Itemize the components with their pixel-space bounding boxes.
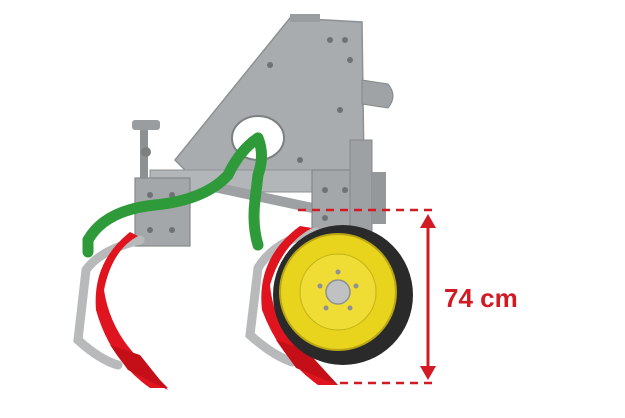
right-tine — [245, 226, 338, 385]
top-link-bracket — [132, 120, 160, 190]
depth-label: 74 cm — [444, 283, 518, 313]
hydraulic-hose — [82, 132, 267, 258]
depth-wheel — [273, 225, 413, 365]
depth-dimension — [298, 208, 436, 385]
left-tine — [73, 232, 168, 390]
